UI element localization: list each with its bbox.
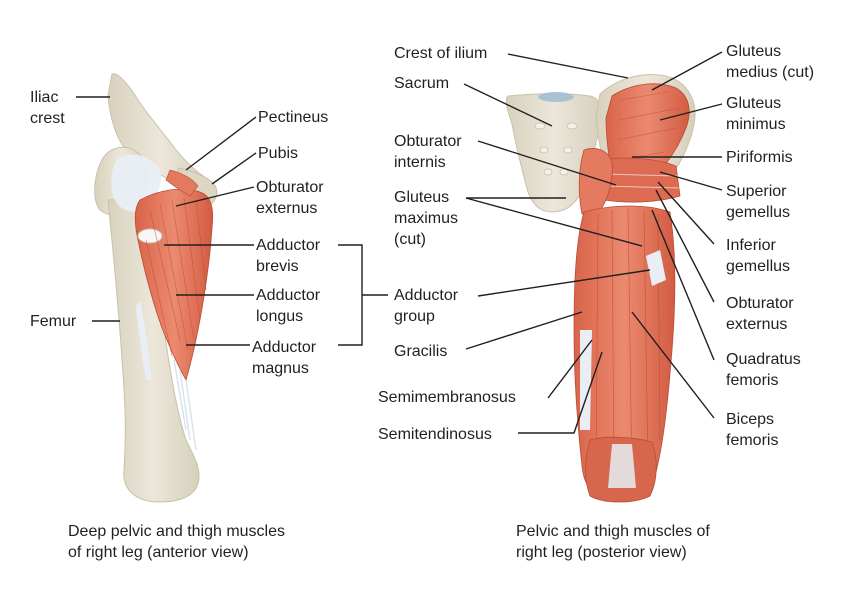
label-pectineus: Pectineus (258, 109, 329, 126)
label-inferior-gemellus: Inferior gemellus (726, 237, 791, 275)
leader-pectineus (185, 116, 257, 171)
deep-rotators (599, 157, 681, 203)
leader-lines (76, 51, 723, 434)
leader-inferior-gemellus (657, 181, 715, 245)
label-superior-gemellus: Superior gemellus (726, 183, 791, 221)
rotator-divisions (603, 173, 681, 189)
leader-superior-gemellus (659, 171, 723, 191)
leader-sacrum (463, 83, 553, 127)
leader-gracilis (465, 311, 583, 350)
label-gluteus-minimus: Gluteus minimus (726, 95, 786, 133)
sacral-canal (538, 92, 574, 102)
gluteus-maximus-cut (578, 148, 613, 215)
label-femur: Femur (30, 313, 77, 330)
label-pubis: Pubis (258, 145, 299, 162)
adductor-bracket (338, 244, 388, 346)
label-adductor-brevis: Adductor brevis (256, 237, 321, 275)
caption-anterior: Deep pelvic and thigh muscles of right l… (68, 523, 286, 561)
label-piriformis: Piriformis (726, 149, 793, 166)
label-semimembranosus: Semimembranosus (378, 389, 516, 406)
label-biceps-femoris: Biceps femoris (726, 411, 779, 449)
adductor-tendons (173, 359, 197, 451)
label-obturator-externus-posterior: Obturator externus (726, 295, 794, 333)
label-obturator-internis: Obturator internis (394, 133, 462, 171)
label-crest-of-ilium: Crest of ilium (394, 45, 488, 62)
leader-obturator-internis (477, 140, 617, 186)
leader-semimembranosus (547, 339, 593, 399)
leader-adductor-group (477, 269, 651, 297)
leader-quadratus-femoris (651, 209, 715, 361)
label-iliac-crest: Iliac crest (30, 89, 65, 127)
leader-gluteus-maximus-2 (465, 197, 643, 247)
leader-gluteus-minimus (659, 103, 723, 121)
label-quadratus-femoris: Quadratus femoris (726, 351, 801, 389)
leader-biceps-femoris (631, 311, 715, 419)
anterior-illustration (94, 73, 218, 503)
medial-tendon (136, 300, 152, 380)
posterior-illustration (505, 74, 696, 503)
label-gluteus-medius: Gluteus medius (cut) (726, 43, 815, 81)
label-obturator-externus: Obturator externus (256, 179, 324, 217)
label-adductor-longus: Adductor longus (256, 287, 321, 325)
gracilis-tendon (580, 330, 592, 430)
popliteal-fossa (608, 444, 636, 488)
label-gluteus-maximus: Gluteus maximus (cut) (394, 189, 459, 248)
label-semitendinosus: Semitendinosus (378, 426, 492, 443)
sacrum-bone (505, 93, 603, 213)
sacral-foramina (534, 122, 578, 176)
label-adductor-magnus: Adductor magnus (252, 339, 317, 377)
leader-obturator-externus (175, 186, 255, 207)
label-adductor-group: Adductor group (394, 287, 459, 325)
caption-posterior: Pelvic and thigh muscles of right leg (p… (516, 523, 710, 561)
obturator-foramen (137, 228, 163, 244)
adductor-insertion (646, 250, 666, 286)
label-sacrum: Sacrum (394, 75, 450, 92)
leader-pubis (211, 152, 257, 185)
leader-semitendinosus (518, 351, 603, 434)
pectineus-muscle (165, 169, 199, 197)
label-gracilis: Gracilis (394, 343, 448, 360)
leader-obturator-externus-post (655, 189, 715, 303)
leader-crest-of-ilium (507, 53, 629, 79)
leader-gluteus-medius (651, 51, 723, 91)
